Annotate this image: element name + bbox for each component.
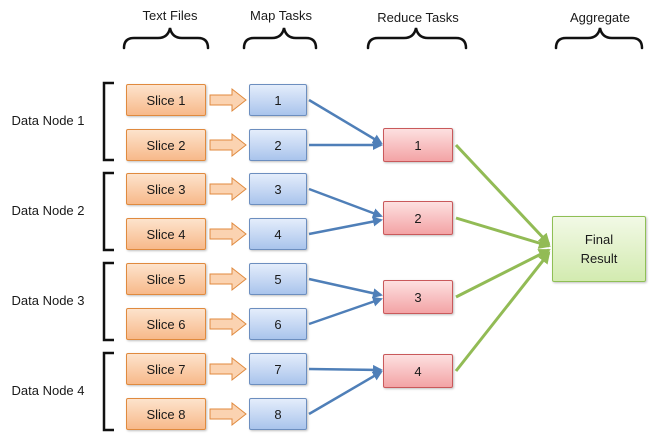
map-task-6: 6: [249, 308, 307, 340]
edge-map4-reduce2: [308, 216, 383, 236]
data-node-3-label: Data Node 3: [11, 293, 85, 308]
arrow-slice-6: [209, 311, 247, 337]
brace-reduce-tasks: [366, 27, 468, 50]
data-node-1-label: Data Node 1: [11, 113, 85, 128]
final-result: Final Result: [552, 216, 646, 282]
edge-reduce1-final: [454, 143, 551, 246]
map-task-1: 1: [249, 84, 307, 116]
slice-5: Slice 5: [126, 263, 206, 295]
slice-1: Slice 1: [126, 84, 206, 116]
arrow-slice-8: [209, 401, 247, 427]
slice-4: Slice 4: [126, 218, 206, 250]
edge-map3-reduce2: [308, 187, 383, 218]
reduce-task-4: 4: [383, 354, 453, 388]
slice-7: Slice 7: [126, 353, 206, 385]
map-task-4: 4: [249, 218, 307, 250]
arrow-slice-2: [209, 132, 247, 158]
map-task-3: 3: [249, 173, 307, 205]
data-node-2-label: Data Node 2: [11, 203, 85, 218]
edge-reduce4-final: [454, 251, 551, 372]
slice-8: Slice 8: [126, 398, 206, 430]
bracket-node-2: [102, 171, 114, 252]
arrow-slice-3: [209, 176, 247, 202]
arrow-slice-5: [209, 266, 247, 292]
arrow-slice-4: [209, 221, 247, 247]
bracket-node-1: [102, 81, 114, 162]
map-task-8: 8: [249, 398, 307, 430]
slice-3: Slice 3: [126, 173, 206, 205]
data-node-4-label: Data Node 4: [11, 383, 85, 398]
header-reduce-tasks: Reduce Tasks: [377, 10, 459, 25]
bracket-node-3: [102, 261, 114, 342]
reduce-task-3: 3: [383, 280, 453, 314]
map-task-2: 2: [249, 129, 307, 161]
reduce-task-1: 1: [383, 128, 453, 162]
edge-map6-reduce3: [308, 296, 383, 326]
edge-map1-reduce1: [308, 98, 383, 145]
slice-6: Slice 6: [126, 308, 206, 340]
map-task-5: 5: [249, 263, 307, 295]
edge-reduce3-final: [455, 248, 551, 299]
brace-aggregate: [554, 27, 644, 50]
slice-2: Slice 2: [126, 129, 206, 161]
edge-map5-reduce3: [308, 277, 383, 299]
brace-map-tasks: [242, 27, 318, 50]
bracket-node-4: [102, 351, 114, 432]
arrow-slice-1: [209, 87, 247, 113]
final-result-line-1: Final: [584, 232, 614, 247]
edge-map7-reduce4: [308, 364, 383, 375]
edge-map8-reduce4: [308, 370, 383, 416]
brace-text-files: [122, 27, 210, 50]
header-map-tasks: Map Tasks: [250, 8, 312, 23]
header-text-files: Text Files: [142, 8, 198, 23]
reduce-task-2: 2: [383, 201, 453, 235]
edge-reduce2-final: [455, 216, 551, 249]
header-aggregate: Aggregate: [570, 10, 630, 25]
final-result-line-2: Result: [580, 251, 618, 266]
map-task-7: 7: [249, 353, 307, 385]
arrow-slice-7: [209, 356, 247, 382]
